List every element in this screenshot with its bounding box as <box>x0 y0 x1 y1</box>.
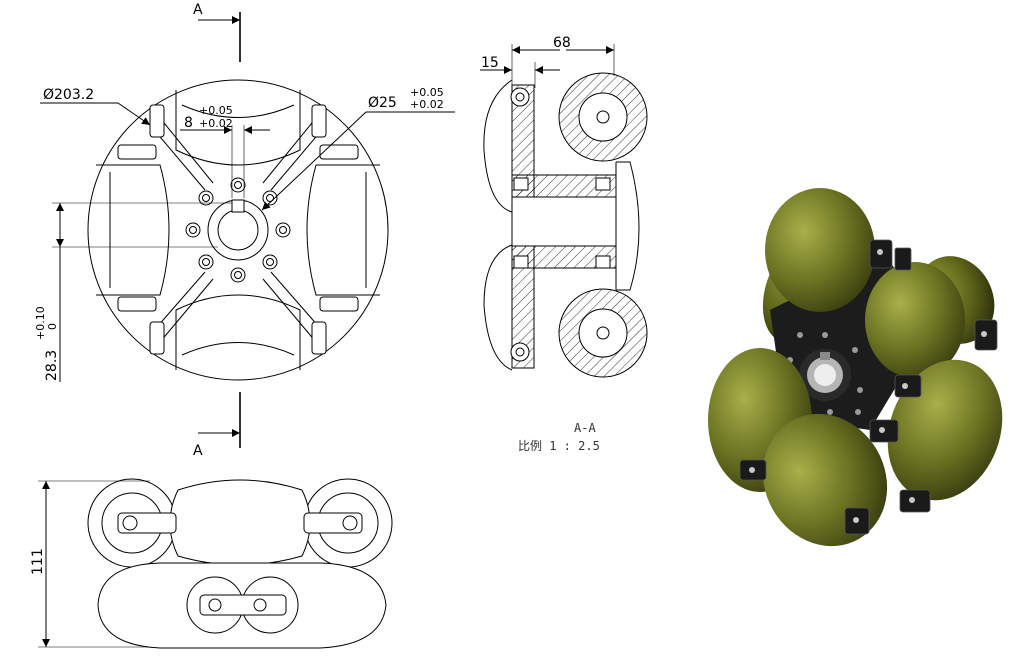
bore-circle <box>217 209 259 251</box>
keyway-tol-lower: 0 <box>46 323 59 330</box>
wheel-render <box>708 188 1003 547</box>
bolt-holes <box>185 177 291 283</box>
key-tol-lower: +0.02 <box>199 117 233 130</box>
keyway-tol-upper: +0.10 <box>34 306 47 340</box>
roller-left <box>96 164 170 296</box>
front-view: A A <box>34 2 455 459</box>
key-tol-upper: +0.05 <box>199 104 233 117</box>
roller-right <box>306 164 380 296</box>
diameter-label: Ø203.2 <box>43 87 94 103</box>
key-width-label: 8 <box>184 115 193 131</box>
section-letter-bottom: A <box>193 443 203 459</box>
overall-width-label: 68 <box>553 35 571 51</box>
height-label: 111 <box>30 548 46 575</box>
roller-top-render <box>765 188 875 312</box>
section-marker-bottom: A <box>193 392 241 459</box>
plate-offset-label: 15 <box>481 55 499 71</box>
top-view: 111 <box>30 478 393 649</box>
bore-label: Ø25 <box>368 95 397 111</box>
section-letter-top: A <box>193 2 203 18</box>
bore-tol-upper: +0.05 <box>410 86 444 99</box>
roller-top <box>175 90 301 166</box>
section-title: A-A <box>574 421 596 435</box>
section-view: 68 15 A-A <box>480 35 648 453</box>
section-marker-top: A <box>193 2 241 62</box>
roller-bottom <box>175 294 301 370</box>
roller-right-render <box>865 262 965 378</box>
keyway-depth-label: 28.3 <box>44 350 60 381</box>
outer-circle <box>87 79 389 381</box>
bore-tol-lower: +0.02 <box>410 98 444 111</box>
section-scale: 比例 1 : 2.5 <box>518 439 600 453</box>
